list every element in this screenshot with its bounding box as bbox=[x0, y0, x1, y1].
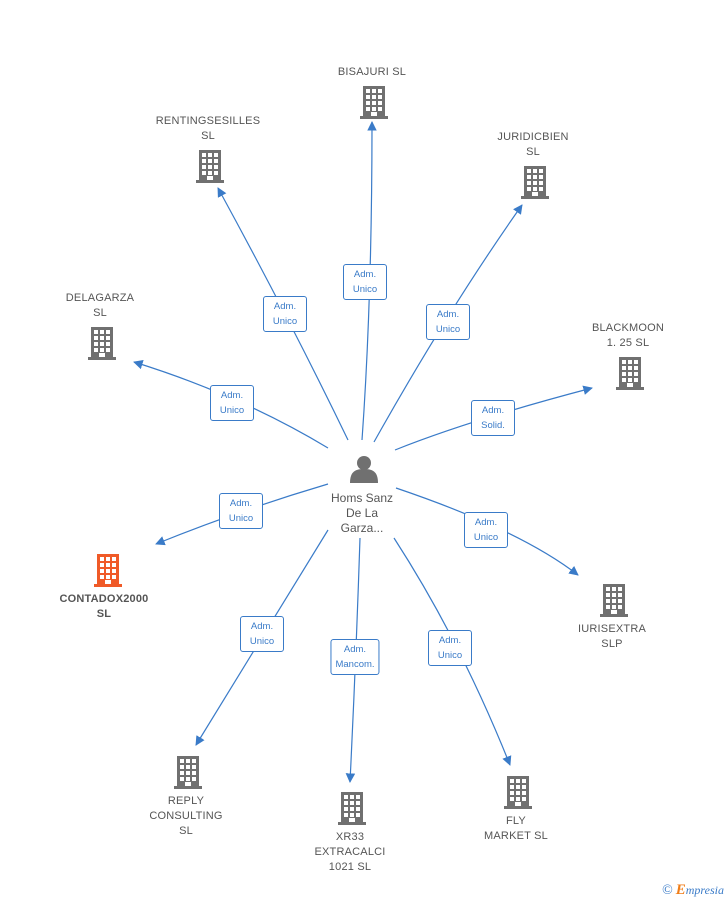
person-name[interactable]: Homs Sanz De La Garza... bbox=[330, 491, 394, 535]
building-icon-fly[interactable] bbox=[504, 776, 532, 809]
building-icon-reply[interactable] bbox=[174, 756, 202, 789]
role-badge-iurisextra: Adm. Unico bbox=[464, 512, 508, 548]
role-badge-bisajuri: Adm. Unico bbox=[343, 264, 387, 300]
company-name-xr33[interactable]: XR33 EXTRACALCI 1021 SL bbox=[314, 831, 386, 873]
building-icon-juridicbien[interactable] bbox=[521, 166, 549, 199]
role-badge-contadox: Adm. Unico bbox=[219, 493, 263, 529]
company-name-reply[interactable]: REPLY CONSULTING SL bbox=[149, 795, 223, 837]
building-icon-contadox[interactable] bbox=[94, 554, 122, 587]
role-badge-rentingsesilles: Adm. Unico bbox=[263, 296, 307, 332]
role-badge-xr33: Adm. Mancom. bbox=[330, 639, 380, 675]
role-badge-fly: Adm. Unico bbox=[428, 630, 472, 666]
company-name-blackmoon[interactable]: BLACKMOON 1. 25 SL bbox=[591, 322, 665, 349]
company-name-juridicbien[interactable]: JURIDICBIEN SL bbox=[497, 131, 569, 158]
role-badge-delagarza: Adm. Unico bbox=[210, 385, 254, 421]
role-badge-blackmoon: Adm. Solid. bbox=[471, 400, 515, 436]
role-badge-reply: Adm. Unico bbox=[240, 616, 284, 652]
role-badge-juridicbien: Adm. Unico bbox=[426, 304, 470, 340]
company-name-iurisextra[interactable]: IURISEXTRA SLP bbox=[577, 623, 647, 650]
company-name-contadox[interactable]: CONTADOX2000 SL bbox=[59, 593, 149, 620]
building-icon-delagarza[interactable] bbox=[88, 327, 116, 360]
building-icon-xr33[interactable] bbox=[338, 792, 366, 825]
company-name-delagarza[interactable]: DELAGARZA SL bbox=[65, 292, 135, 319]
building-icon-bisajuri[interactable] bbox=[360, 86, 388, 119]
building-icon-blackmoon[interactable] bbox=[616, 357, 644, 390]
company-name-rentingsesilles[interactable]: RENTINGSESILLES SL bbox=[155, 115, 261, 142]
person-icon bbox=[350, 456, 378, 483]
company-name-bisajuri[interactable]: BISAJURI SL bbox=[337, 66, 407, 78]
company-name-fly[interactable]: FLY MARKET SL bbox=[484, 815, 548, 842]
building-icon-rentingsesilles[interactable] bbox=[196, 150, 224, 183]
brand-logo: ©Empresia bbox=[662, 882, 724, 898]
building-icon-iurisextra[interactable] bbox=[600, 584, 628, 617]
